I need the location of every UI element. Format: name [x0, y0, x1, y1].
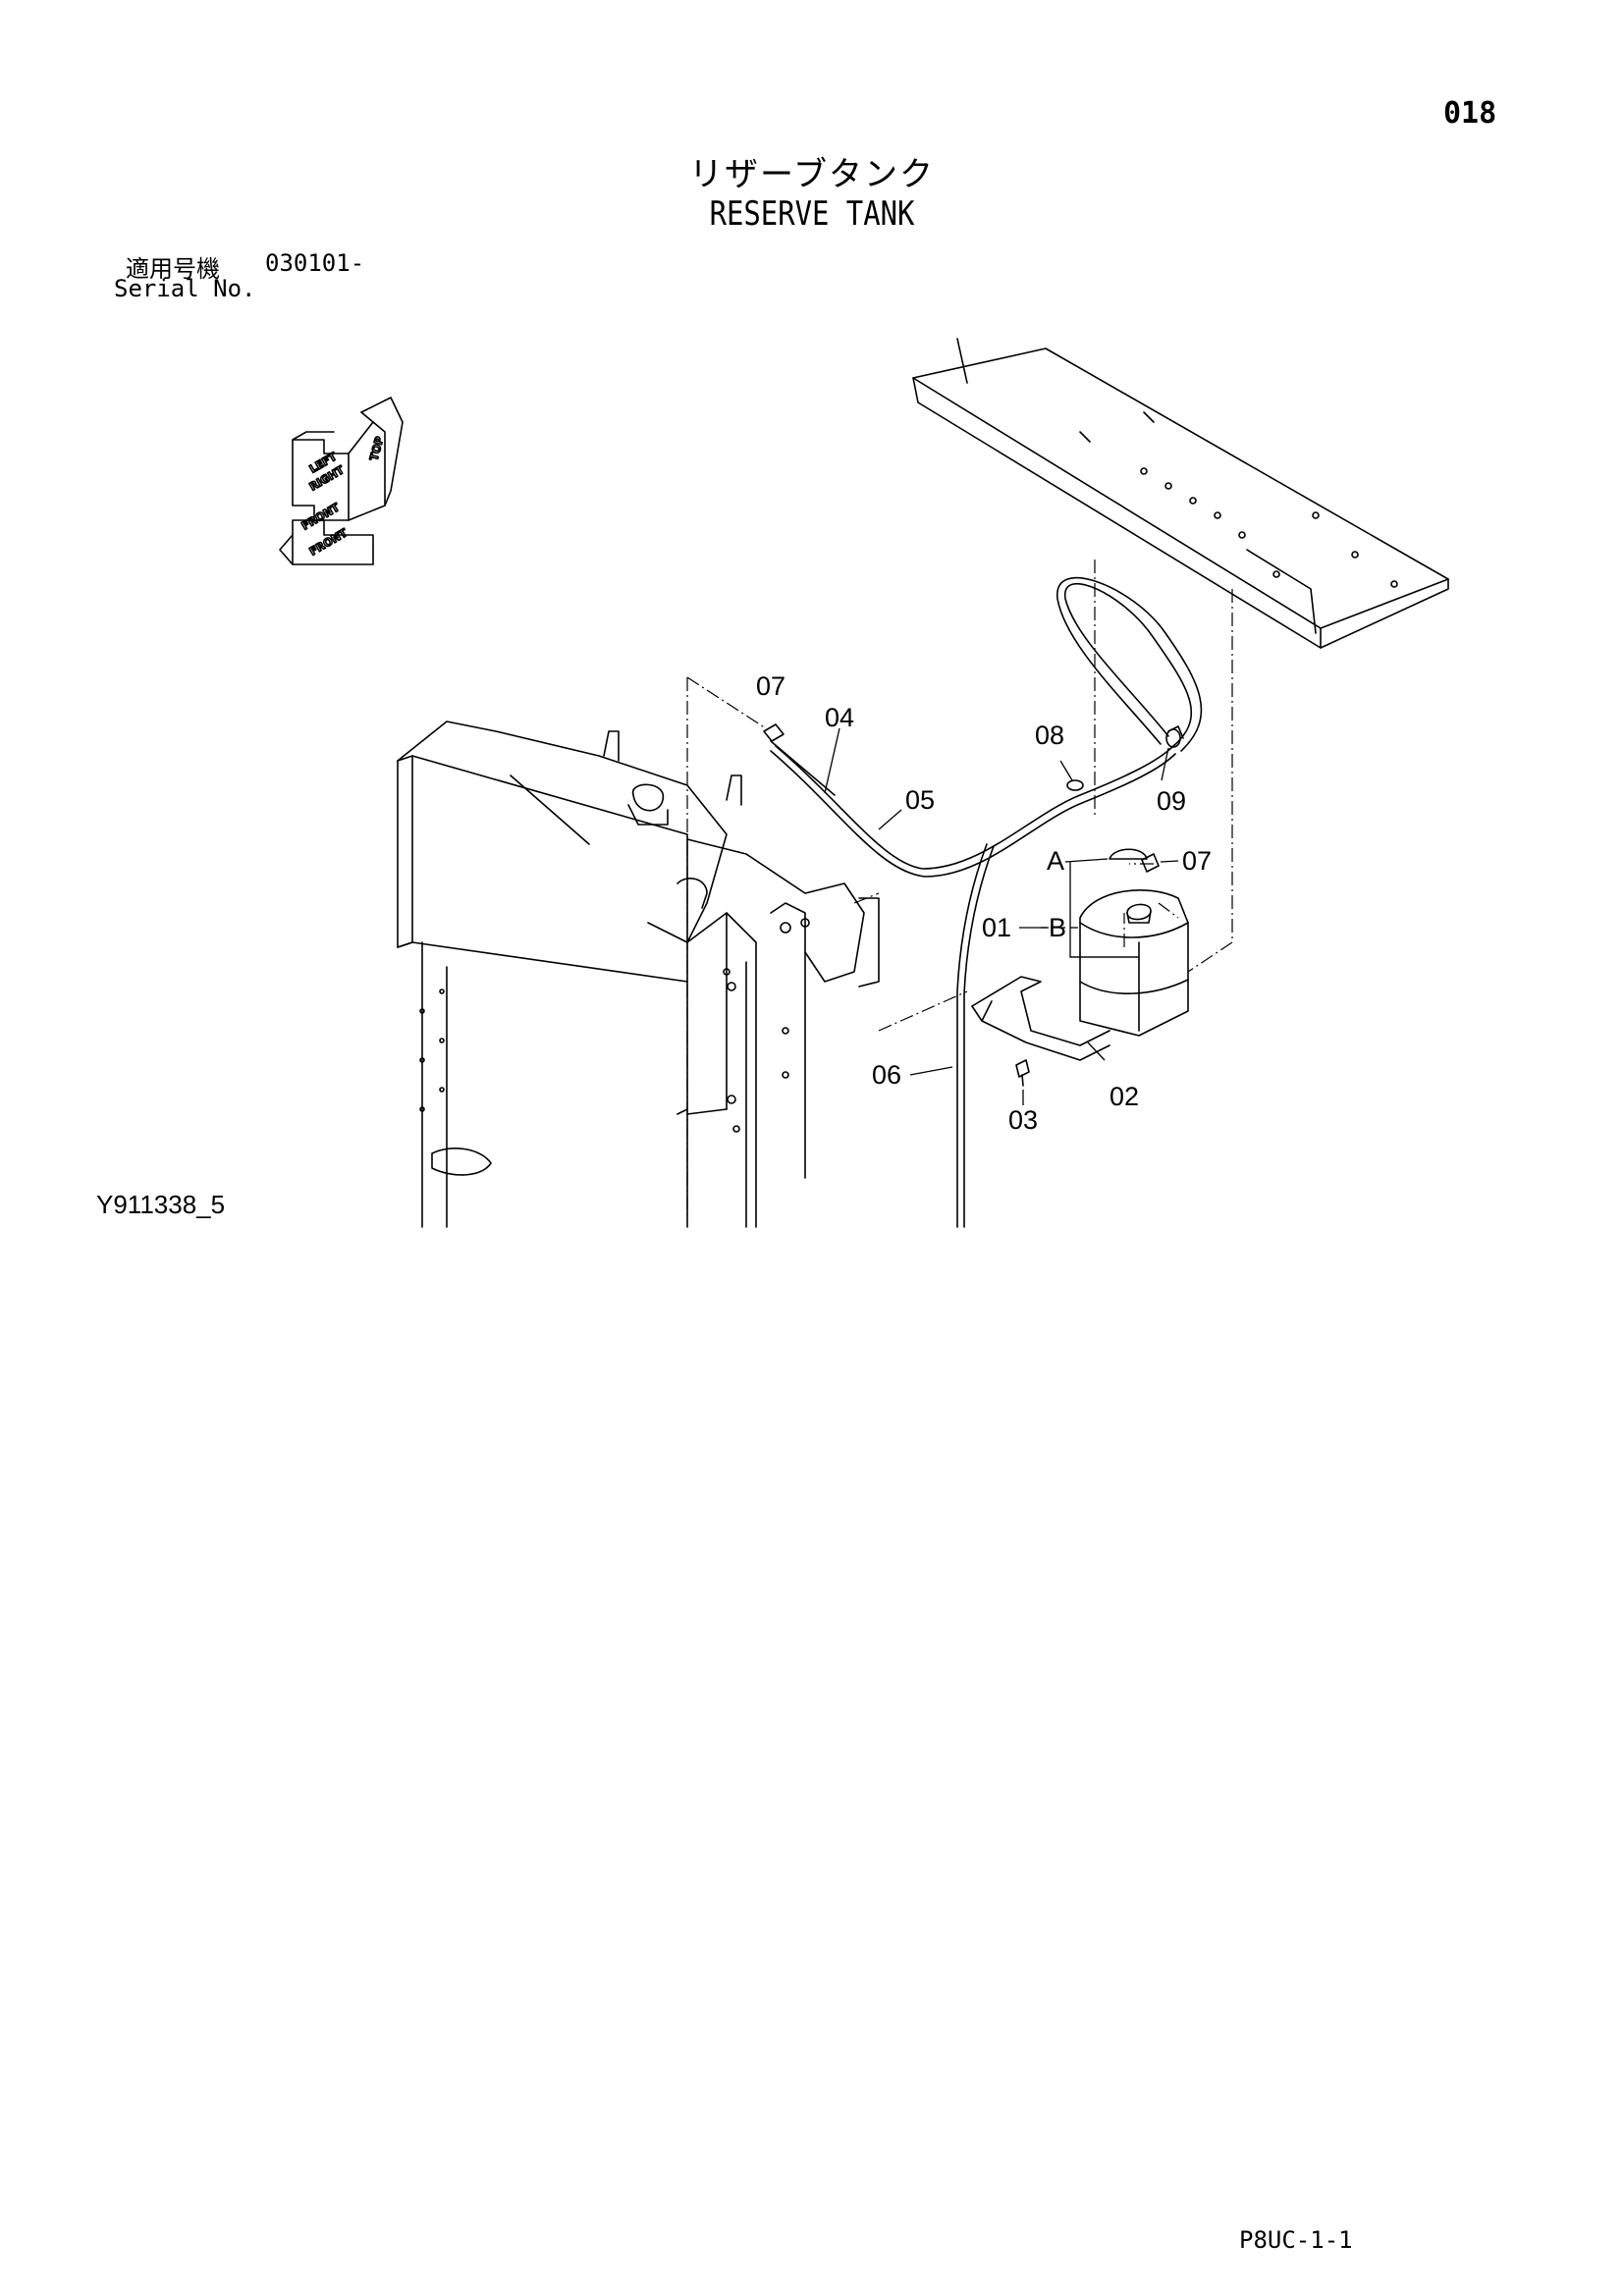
drawing-id: Y911338_5	[96, 1190, 226, 1219]
orientation-indicator-icon	[279, 397, 404, 565]
hose-04	[770, 740, 836, 796]
callout-03: 03	[1008, 1105, 1038, 1135]
callout-A: A	[1047, 846, 1064, 876]
tank-bracket-02	[971, 976, 1110, 1061]
callout-08: 08	[1035, 721, 1064, 750]
callout-02: 02	[1110, 1082, 1139, 1111]
reserve-tank	[1079, 889, 1189, 1037]
hose-05	[770, 745, 1176, 878]
hose-06	[956, 843, 995, 1228]
bolt-03	[1015, 1059, 1030, 1087]
leader-lines	[824, 727, 1179, 1105]
fitting-07-tank	[1141, 853, 1160, 873]
page-title-japanese: リザーブタンク	[689, 155, 935, 194]
hose-clamps	[1066, 725, 1184, 791]
callout-05: 05	[905, 785, 935, 815]
orientation-top-label: TOP	[367, 435, 386, 461]
callout-04: 04	[825, 703, 854, 732]
serial-label-english: Serial No.	[114, 275, 256, 302]
page-title-english: RESERVE TANK	[709, 194, 915, 234]
callout-06: 06	[872, 1060, 901, 1090]
callout-07-tank: 07	[1182, 846, 1212, 876]
sheet-code: P8UC-1-1	[1239, 2226, 1353, 2254]
radiator-assembly	[397, 721, 880, 1228]
callout-01: 01	[982, 913, 1011, 942]
hose-loop	[1056, 576, 1203, 752]
serial-label-japanese: 適用号機	[126, 255, 220, 283]
fitting-07-upper	[763, 723, 785, 742]
tank-cap-A	[1109, 848, 1148, 860]
callout-B: B	[1049, 913, 1066, 942]
orientation-front-label-2: FRONT	[307, 526, 350, 559]
serial-value: 030101-	[265, 249, 365, 277]
frame-bracket	[912, 338, 1449, 649]
callout-07-upper: 07	[756, 671, 785, 701]
page-number: 018	[1443, 96, 1497, 131]
phantom-lines	[686, 560, 1233, 1217]
callout-09: 09	[1157, 786, 1186, 816]
